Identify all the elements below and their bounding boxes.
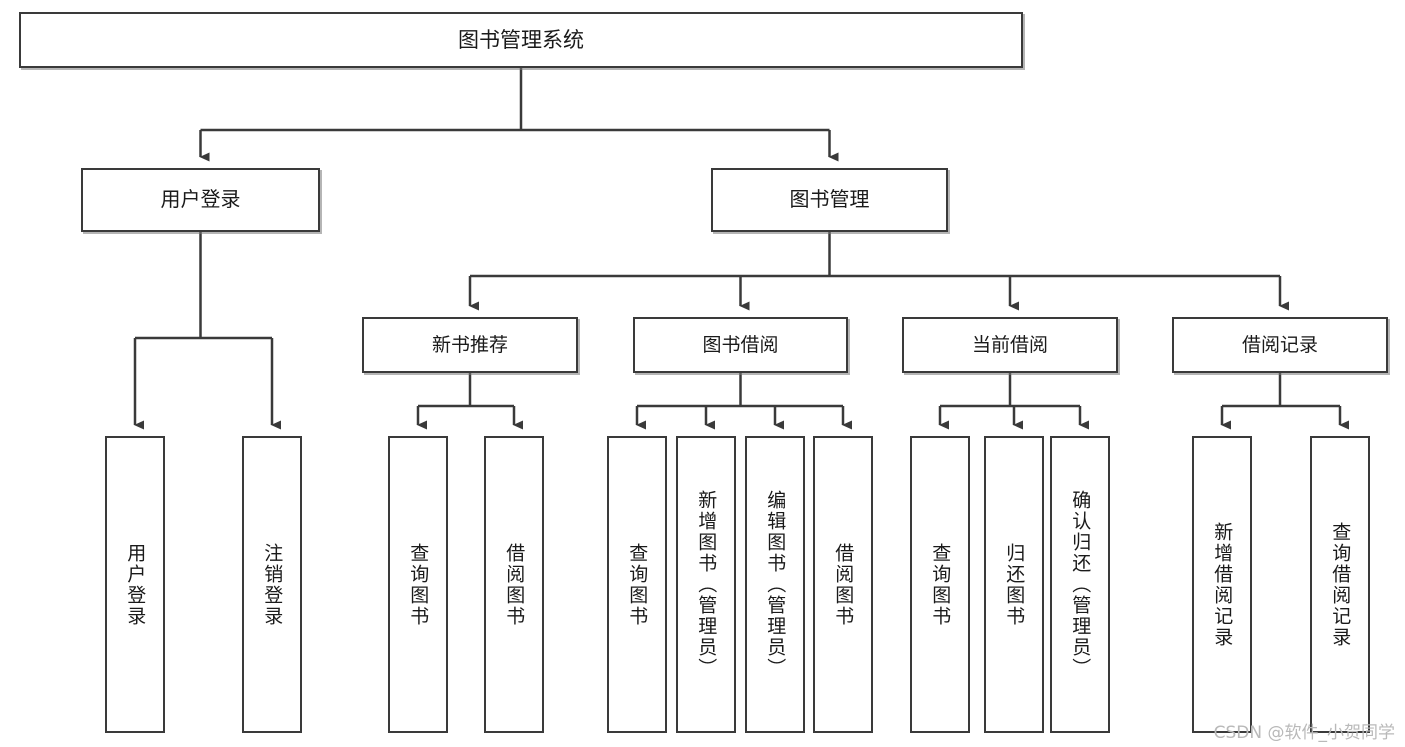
- node-label-user-login: 用户登录: [160, 187, 241, 212]
- node-leaf-edit-book[interactable]: 编辑图书（管理员）: [745, 436, 805, 733]
- node-label-root: 图书管理系统: [458, 27, 584, 52]
- node-leaf-query-3[interactable]: 查询图书: [910, 436, 970, 733]
- node-label-leaf-edit-book: 编辑图书（管理员）: [764, 490, 787, 679]
- node-label-leaf-borrow-1: 借阅图书: [503, 542, 526, 627]
- node-label-book-borrow: 图书借阅: [702, 333, 779, 356]
- node-current-borrow[interactable]: 当前借阅: [902, 317, 1118, 373]
- node-label-leaf-query-2: 查询图书: [626, 542, 649, 627]
- node-root[interactable]: 图书管理系统: [19, 12, 1023, 68]
- node-label-leaf-confirm: 确认归还（管理员）: [1069, 490, 1092, 679]
- node-label-borrow-record: 借阅记录: [1241, 333, 1318, 356]
- node-leaf-borrow-1[interactable]: 借阅图书: [484, 436, 544, 733]
- node-label-leaf-user-login: 用户登录: [124, 542, 147, 627]
- watermark-label: CSDN @软件_小贺同学: [1213, 723, 1395, 743]
- node-label-leaf-borrow-2: 借阅图书: [832, 542, 855, 627]
- node-leaf-query-1[interactable]: 查询图书: [388, 436, 448, 733]
- node-label-leaf-query-3: 查询图书: [929, 542, 952, 627]
- node-label-leaf-logout: 注销登录: [261, 542, 284, 627]
- node-label-leaf-return: 归还图书: [1003, 542, 1026, 627]
- node-label-leaf-add-book: 新增图书（管理员）: [695, 490, 718, 679]
- node-new-book-rec[interactable]: 新书推荐: [362, 317, 578, 373]
- node-label-leaf-query-rec: 查询借阅记录: [1329, 521, 1352, 648]
- node-leaf-return[interactable]: 归还图书: [984, 436, 1044, 733]
- node-label-current-borrow: 当前借阅: [971, 333, 1048, 356]
- node-label-leaf-query-1: 查询图书: [407, 542, 430, 627]
- node-leaf-user-login[interactable]: 用户登录: [105, 436, 165, 733]
- node-user-login[interactable]: 用户登录: [81, 168, 320, 232]
- node-label-new-book-rec: 新书推荐: [431, 333, 508, 356]
- node-book-manage[interactable]: 图书管理: [711, 168, 948, 232]
- node-label-leaf-add-rec: 新增借阅记录: [1211, 521, 1234, 648]
- node-label-book-manage: 图书管理: [789, 187, 870, 212]
- node-leaf-add-book[interactable]: 新增图书（管理员）: [676, 436, 736, 733]
- node-leaf-logout[interactable]: 注销登录: [242, 436, 302, 733]
- node-leaf-borrow-2[interactable]: 借阅图书: [813, 436, 873, 733]
- node-book-borrow[interactable]: 图书借阅: [633, 317, 848, 373]
- node-leaf-query-rec[interactable]: 查询借阅记录: [1310, 436, 1370, 733]
- node-leaf-add-rec[interactable]: 新增借阅记录: [1192, 436, 1252, 733]
- node-leaf-confirm[interactable]: 确认归还（管理员）: [1050, 436, 1110, 733]
- node-borrow-record[interactable]: 借阅记录: [1172, 317, 1388, 373]
- node-leaf-query-2[interactable]: 查询图书: [607, 436, 667, 733]
